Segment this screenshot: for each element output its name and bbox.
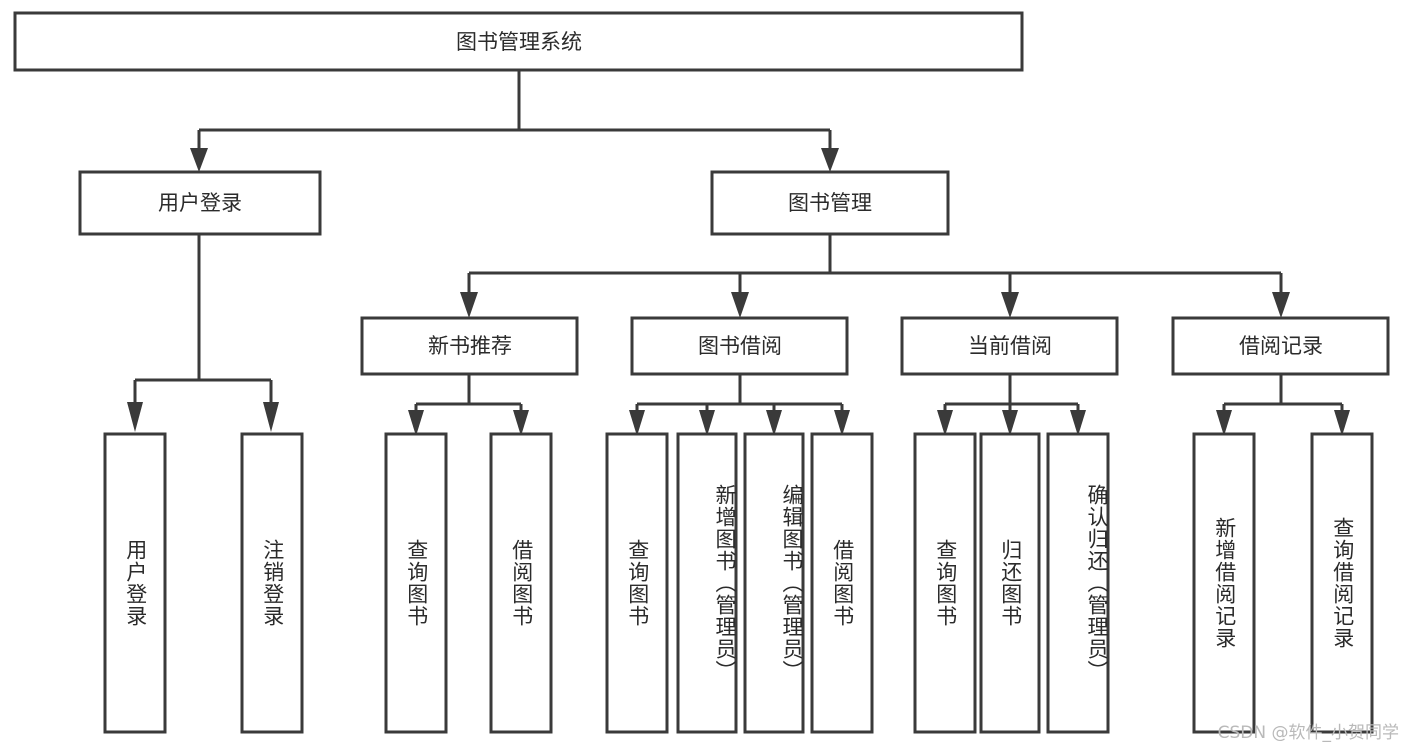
- arrow-head-leaf-add-book: [699, 410, 715, 436]
- node-new-book-recommend[interactable]: [360, 316, 579, 376]
- arrow-head-user-login: [190, 148, 208, 172]
- arrow-head-leaf-logout-login: [263, 402, 279, 432]
- connector-group-book-borrow: [629, 374, 850, 436]
- arrow-head-book-borrow: [731, 292, 749, 318]
- arrow-head-leaf-query-book-3: [937, 410, 953, 436]
- arrow-head-leaf-query-book-2: [629, 410, 645, 436]
- node-root-label: 图书管理系统: [456, 30, 582, 54]
- csdn-watermark: CSDN @软件_小贺同学: [1217, 723, 1399, 743]
- node-user-login-label: 用户登录: [158, 191, 242, 215]
- arrow-head-new-book-recommend: [460, 292, 478, 318]
- arrow-head-leaf-borrow-book-1: [513, 410, 529, 436]
- node-current-borrow[interactable]: [900, 316, 1119, 376]
- node-leaf-query-book-2[interactable]: [605, 432, 669, 734]
- arrow-head-book-management: [821, 148, 839, 172]
- node-user-login[interactable]: [78, 170, 322, 236]
- node-leaf-query-book-1[interactable]: [384, 432, 448, 734]
- node-new-book-recommend-label: 新书推荐: [428, 334, 512, 358]
- node-leaf-borrow-book-2[interactable]: [810, 432, 874, 734]
- node-book-management-label: 图书管理: [788, 191, 872, 215]
- connector-group-new-book-recommend: [408, 374, 529, 436]
- arrow-head-borrow-record: [1272, 292, 1290, 318]
- arrow-head-leaf-confirm-return: [1070, 410, 1086, 436]
- connector-group-root: [190, 70, 839, 172]
- connector-group-borrow-record: [1216, 374, 1350, 436]
- connector-group-user-login: [127, 234, 279, 432]
- node-borrow-record-label: 借阅记录: [1239, 334, 1323, 358]
- node-borrow-record[interactable]: [1171, 316, 1390, 376]
- node-leaf-confirm-return[interactable]: [1046, 432, 1110, 734]
- node-book-borrow[interactable]: [630, 316, 849, 376]
- node-leaf-user-login[interactable]: [103, 432, 167, 734]
- arrow-head-current-borrow: [1001, 292, 1019, 318]
- arrow-head-leaf-return-book: [1002, 410, 1018, 436]
- arrow-head-leaf-user-login: [127, 402, 143, 432]
- node-leaf-add-record[interactable]: [1192, 432, 1256, 734]
- connector-group-current-borrow: [937, 374, 1086, 436]
- arrow-head-leaf-add-record: [1216, 410, 1232, 436]
- arrow-head-leaf-edit-book: [766, 410, 782, 436]
- arrow-head-leaf-borrow-book-2: [834, 410, 850, 436]
- node-leaf-return-book[interactable]: [979, 432, 1041, 734]
- node-book-borrow-label: 图书借阅: [698, 334, 782, 358]
- node-leaf-add-book[interactable]: [676, 432, 738, 734]
- node-leaf-query-book-3[interactable]: [913, 432, 977, 734]
- node-leaf-edit-book[interactable]: [743, 432, 805, 734]
- node-root[interactable]: [13, 11, 1024, 72]
- arrow-head-leaf-query-record: [1334, 410, 1350, 436]
- arrow-head-leaf-query-book-1: [408, 410, 424, 436]
- node-leaf-query-record[interactable]: [1310, 432, 1374, 734]
- node-book-management[interactable]: [710, 170, 950, 236]
- node-current-borrow-label: 当前借阅: [968, 334, 1052, 358]
- node-leaf-borrow-book-1[interactable]: [489, 432, 553, 734]
- node-leaf-logout-login[interactable]: [240, 432, 304, 734]
- connector-group-book-management: [460, 234, 1290, 318]
